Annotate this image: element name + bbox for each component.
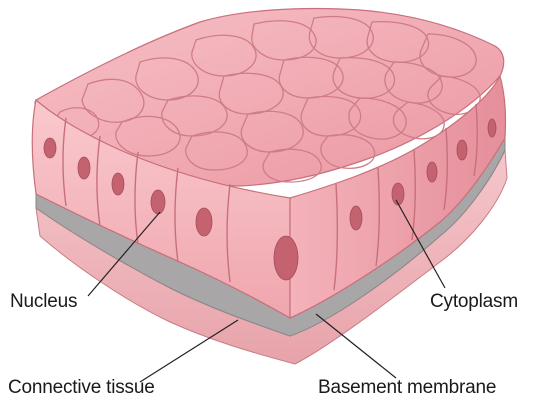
connective-tissue-label: Connective tissue [8, 378, 155, 397]
basement-membrane-label: Basement membrane [318, 378, 496, 397]
cytoplasm-label: Cytoplasm [430, 292, 518, 311]
nucleus-label: Nucleus [10, 292, 77, 311]
